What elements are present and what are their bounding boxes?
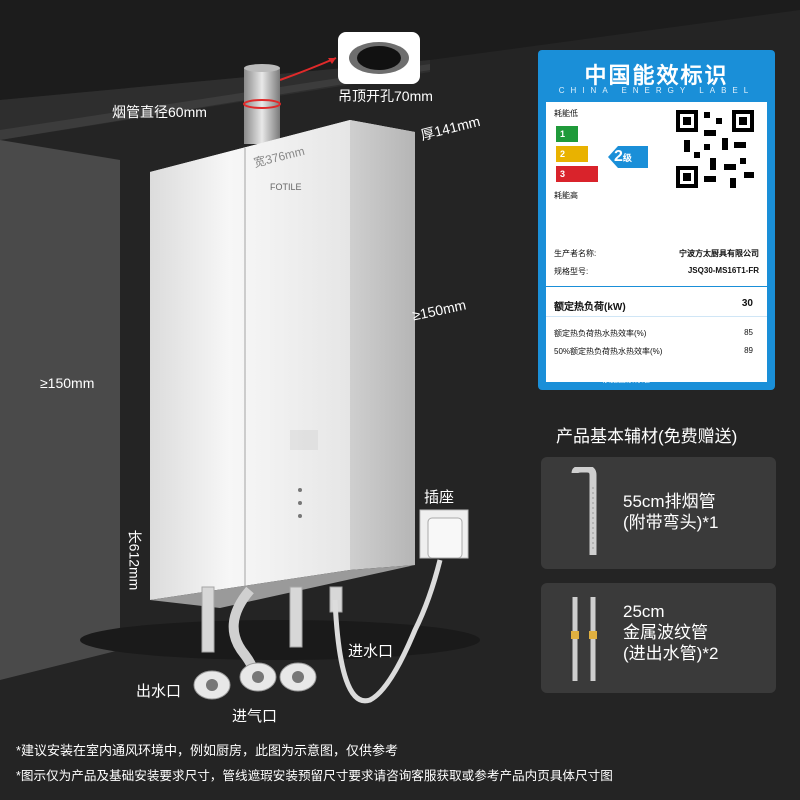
grade-badge-number: 2	[614, 148, 623, 165]
footnote-2: *图示仅为产品及基础安装要求尺寸，管线遮瑕安装预留尺寸要求请咨询客服获取或参考产…	[16, 769, 613, 783]
energy-divider-2	[546, 316, 767, 317]
eff-half-label: 50%额定热负荷热水热效率(%)	[554, 347, 663, 356]
flue-diameter-label: 烟管直径60mm	[112, 104, 207, 120]
manufacturer-label: 生产者名称:	[554, 249, 597, 258]
ceiling-hole-label: 吊顶开孔70mm	[338, 88, 433, 104]
brand-logo: FOTILE	[270, 182, 302, 192]
grade-badge-suffix: 级	[622, 153, 632, 163]
grade-bar-3: 3	[556, 166, 598, 182]
flue-pipe-accessory-icon	[571, 467, 597, 555]
accessory-1-line1: 55cm排烟管	[623, 492, 716, 511]
rated-load-label: 额定热负荷(kW)	[554, 302, 626, 313]
grade-bar-2: 2	[556, 146, 588, 162]
grade-bar-1: 1	[556, 126, 578, 142]
eff-full-label: 额定热负荷热水热效率(%)	[554, 329, 647, 338]
grade-badge: 2级	[608, 146, 648, 168]
water-heater	[150, 120, 415, 608]
socket-label: 插座	[424, 489, 455, 506]
accessory-card-corrugated-pipe: 25cm 金属波纹管 (进出水管)*2	[541, 583, 776, 693]
low-consumption-label: 耗能低	[554, 109, 578, 118]
accessories-title: 产品基本辅材(免费赠送)	[556, 427, 738, 446]
heater-pipes	[193, 586, 343, 700]
energy-label: 中国能效标识 CHINA ENERGY LABEL 耗能低 1 2 3 耗能高 …	[538, 50, 775, 390]
flue-pipe	[243, 64, 281, 144]
energy-label-title: 中国能效标识	[584, 63, 729, 88]
accessory-2-line2: 金属波纹管	[623, 623, 708, 642]
ceiling-hole-inset	[338, 32, 420, 84]
rated-load-value: 30	[741, 298, 753, 309]
eff-half-value: 89	[744, 346, 753, 355]
energy-standard: 依据国家标准: GB 20665-2015	[602, 375, 711, 384]
footnote-1: *建议安装在室内通风环境中，例如厨房，此图为示意图，仅供参考	[16, 743, 399, 758]
corrugated-pipe-icon	[571, 597, 597, 681]
accessory-2-line1: 25cm	[623, 602, 665, 621]
energy-divider-1	[546, 286, 767, 287]
accessory-2-line3: (进出水管)*2	[623, 644, 719, 663]
water-out-label: 出水口	[136, 683, 182, 700]
accessory-card-flue-pipe: 55cm排烟管 (附带弯头)*1	[541, 457, 776, 569]
socket-and-cable	[332, 509, 469, 704]
model-label: 规格型号:	[554, 267, 589, 276]
model-value: JSQ30-MS16T1-FR	[687, 266, 759, 275]
hole-pointer-arrow	[279, 57, 337, 81]
accessory-1-line2: (附带弯头)*1	[623, 513, 719, 532]
eff-full-value: 85	[744, 328, 753, 337]
water-in-label: 进水口	[348, 643, 394, 660]
manufacturer-value: 宁波方太厨具有限公司	[679, 249, 759, 258]
height-label: 长612mm	[126, 529, 143, 591]
ceiling-hole-icon	[349, 42, 409, 74]
high-consumption-label: 耗能高	[554, 191, 578, 200]
qr-code-icon	[674, 108, 756, 190]
gas-in-label: 进气口	[232, 708, 278, 725]
left-clearance-label: ≥150mm	[40, 375, 95, 391]
energy-label-subtitle: CHINA ENERGY LABEL	[558, 86, 755, 95]
energy-label-panel: 耗能低 1 2 3 耗能高 2级 生产者名称: 宁波方太厨具有限公司 规格型号:…	[546, 102, 767, 382]
